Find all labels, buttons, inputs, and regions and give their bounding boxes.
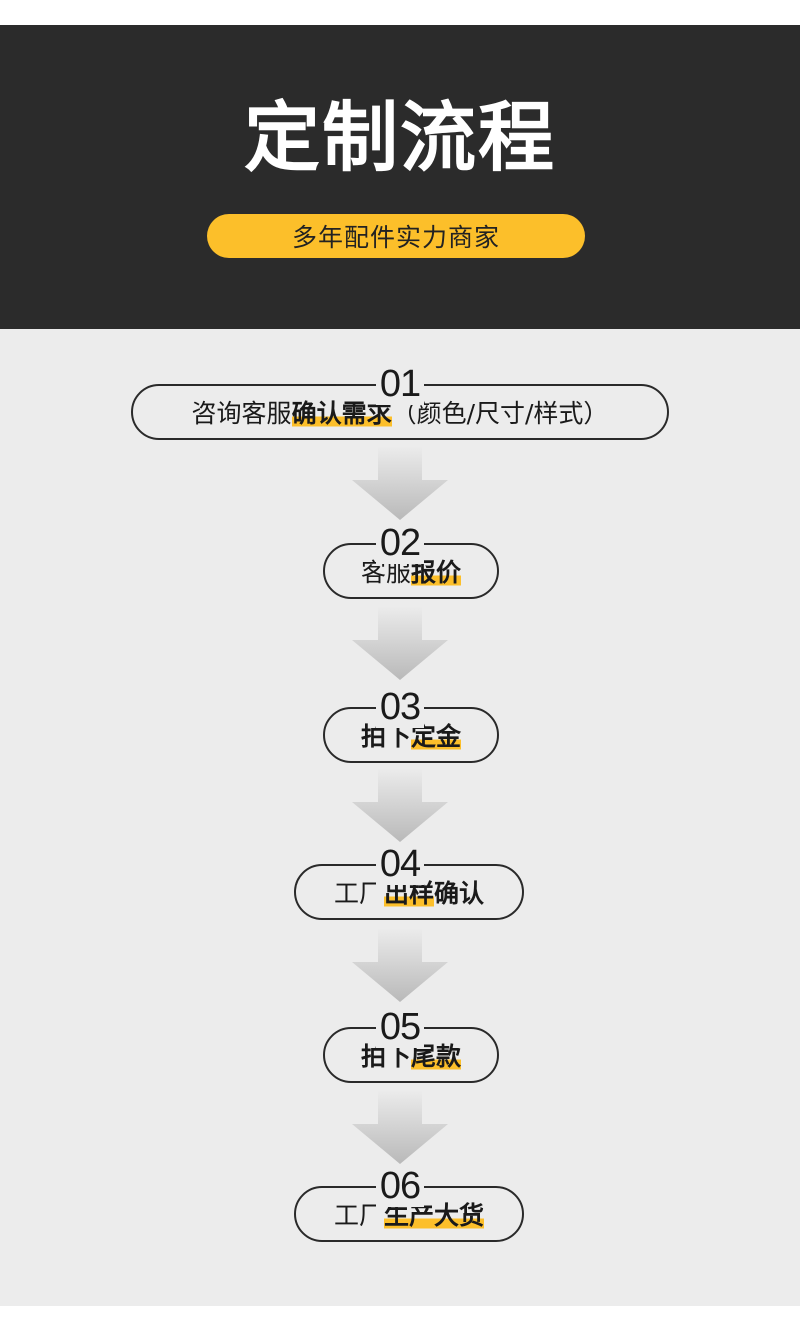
step-01: 01 咨询客服确认需求（颜色/尺寸/样式）: [0, 363, 800, 460]
step-highlight: 确认需求: [291, 394, 392, 430]
step-number: 02: [375, 522, 425, 564]
step-06: 06 工厂生产大货: [0, 1165, 800, 1262]
down-arrow-icon: [352, 768, 448, 842]
step-text: 工厂: [333, 1201, 384, 1230]
page-title: 定制流程: [244, 93, 556, 182]
step-number: 03: [375, 686, 425, 728]
down-arrow-icon: [352, 1090, 448, 1164]
step-number: 01: [375, 363, 425, 405]
header-banner: [0, 25, 800, 329]
step-text: 咨询客服: [191, 399, 292, 428]
step-note: （颜色/尺寸/样式）: [391, 399, 609, 428]
step-text-bold: 确认: [434, 879, 485, 908]
down-arrow-icon: [352, 446, 448, 520]
step-text: 工厂: [333, 879, 384, 908]
down-arrow-icon: [352, 928, 448, 1002]
subtitle-badge: 多年配件实力商家: [207, 214, 585, 258]
step-box: 咨询客服确认需求（颜色/尺寸/样式）: [131, 384, 669, 440]
down-arrow-icon: [352, 606, 448, 680]
subtitle-text: 多年配件实力商家: [291, 223, 500, 252]
step-03: 03 拍下定金: [0, 686, 800, 783]
step-highlight: 报价: [411, 553, 462, 589]
step-number: 05: [375, 1006, 425, 1048]
step-number: 06: [375, 1165, 425, 1207]
step-04: 04 工厂出样确认: [0, 843, 800, 940]
step-05: 05 拍下尾款: [0, 1006, 800, 1103]
step-number: 04: [375, 843, 425, 885]
step-02: 02 客服报价: [0, 522, 800, 619]
